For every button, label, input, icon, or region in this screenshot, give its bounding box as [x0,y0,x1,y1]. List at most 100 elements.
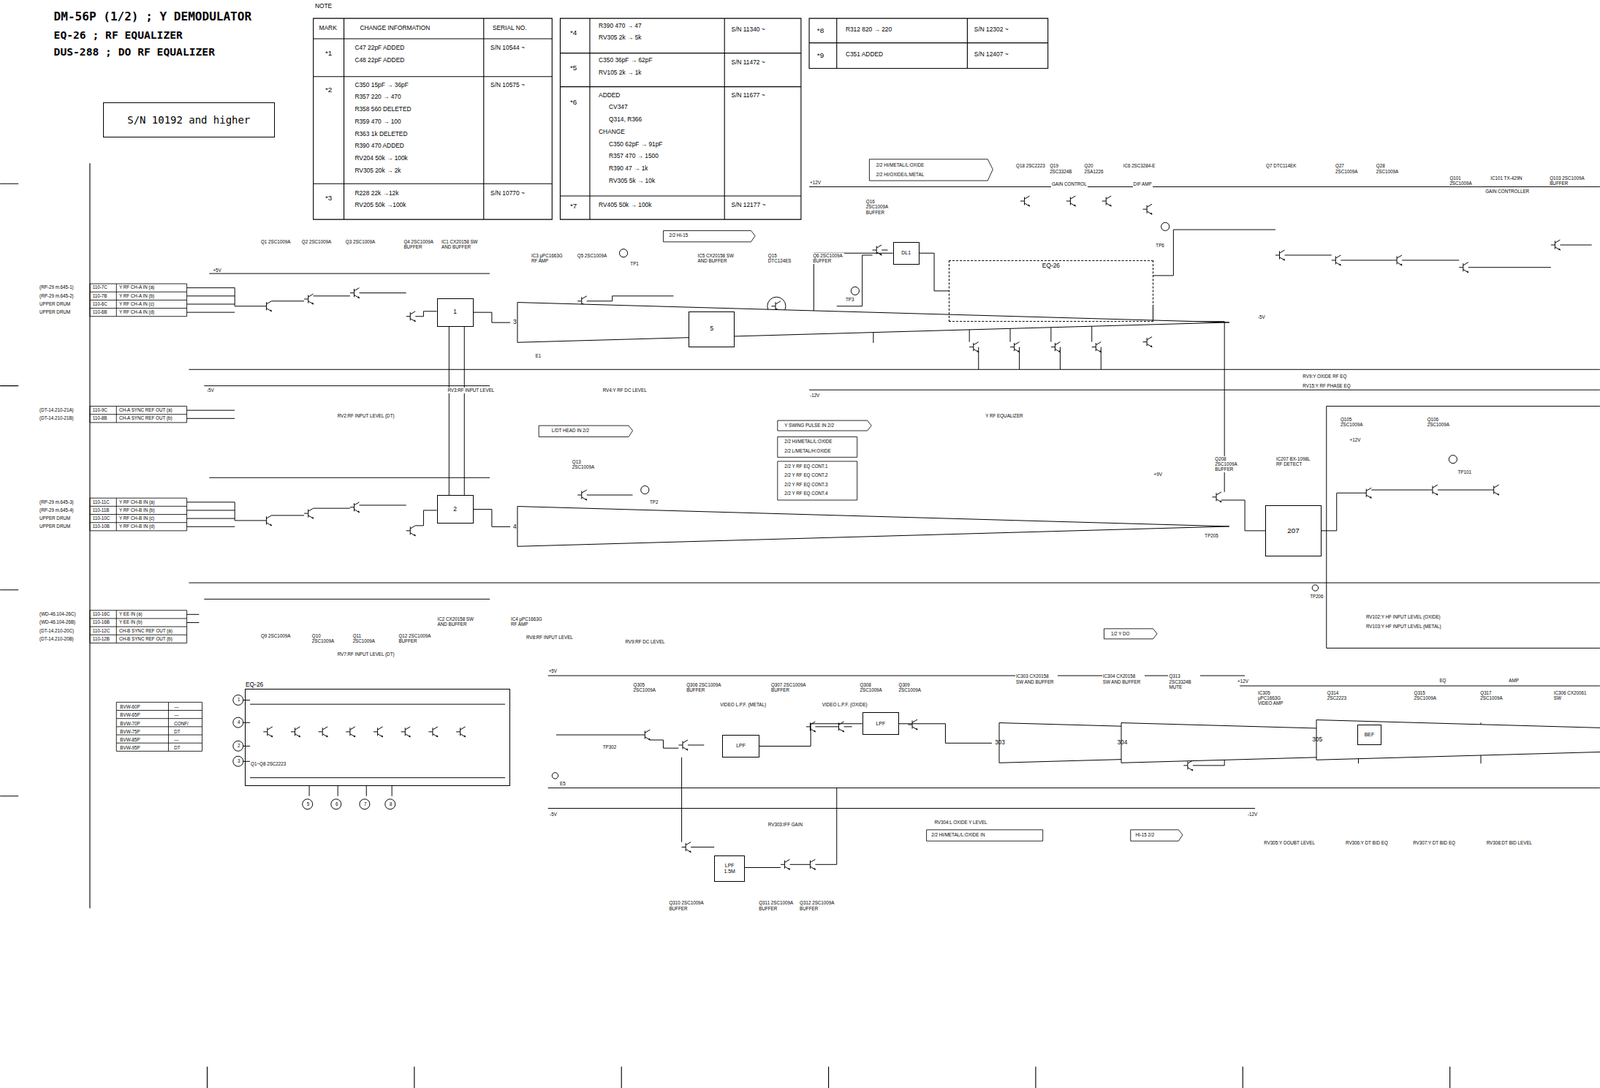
label: 2/2 HI/METAL/L:OXIDE [783,438,833,444]
power-rails [188,186,1600,808]
label: S/N 10544 ~ [489,44,526,52]
label: Q27 2SC1009A [1334,162,1367,174]
transistor-symbol [1051,342,1061,353]
label: R390 470 ADDED [353,142,405,150]
label: BVW-75P [119,728,141,734]
wire-connector [473,509,511,527]
label: Q208 2SC1009A BUFFER [1214,456,1249,473]
node-text: 2 [453,505,457,514]
label: 110-16C [92,611,112,617]
label: 110-7C [92,284,109,290]
label: CH-B SYNC REF OUT (b) [118,635,174,642]
label: Y RF EQUALIZER [984,412,1024,419]
label: +12V [1236,678,1250,684]
label: *8 [816,26,825,35]
label: 6 [334,801,340,807]
transistor-symbol [1102,195,1112,207]
transistor-symbol [1066,195,1076,207]
label: 110-11C [92,499,111,505]
label: E5 [559,780,567,786]
label: RV3:RF INPUT LEVEL [446,387,495,393]
label: NOTE [314,2,333,11]
label: C48 22pF ADDED [353,57,405,65]
node-text: 1 [453,308,457,316]
label: RV102:Y HF INPUT LEVEL (OXIDE) [1365,613,1442,620]
label: CH-A SYNC REF OUT (a) [118,407,174,413]
label: -12V [1246,811,1258,817]
label: TP101 [1457,469,1473,475]
triangle-outline [510,505,1237,547]
node-text: 1.5M [723,868,736,875]
transistor-symbol [1275,249,1285,261]
label: — [173,711,180,718]
transistor-symbol [1010,342,1020,353]
transistor-symbol [577,489,587,500]
title: DM-56P (1/2) ; Y DEMODULATOR [53,10,253,24]
node-text: LPF [725,862,735,869]
label: TP3 [844,296,856,302]
label: RV8:RF INPUT LEVEL [525,634,574,640]
transistor-symbol [304,293,314,305]
label: Q18 2SC2223 [1015,162,1048,169]
label: 8 [388,801,394,807]
label: (DT-14.210-20B) [38,635,75,642]
label: Q314, R366 [608,116,643,124]
label: *4 [569,28,578,37]
label: IC2 CX20158 SW AND BUFFER [437,616,480,627]
label: CONF/ [173,720,190,726]
transistor-symbol [806,858,816,870]
node-text: 3 [513,318,517,326]
transistor-symbol [318,726,329,737]
label: CHANGE INFORMATION [358,24,431,33]
label: IC303 CX20158 SW AND BUFFER [1015,673,1058,684]
transistor-symbol [345,726,356,737]
wire-connector [899,723,992,744]
label: *9 [816,51,825,60]
ic-box: BEF [1357,724,1383,745]
label: 110-12B [92,635,111,642]
label: IC101 TX-429N [1489,175,1524,181]
transistor-symbol [1393,255,1403,266]
label: BVW-60P [119,703,141,709]
label: C47 22pF ADDED [353,44,405,52]
label: Q306 2SC1009A BUFFER [685,681,722,693]
label: — [173,736,180,742]
node-text: 207 [1287,526,1299,535]
label: Q16 2SC1009A BUFFER [865,198,898,215]
label: Y RF CH-A IN (d) [118,309,155,315]
label: L/DT HEAD IN 2/2 [551,427,590,433]
label: C351 ADDED [844,51,884,59]
label: R357 470 → 1500 [608,152,660,161]
label: GAIN CONTROLLER [1484,188,1530,194]
label: Q103 2SC1009A BUFFER [1548,175,1585,186]
transistor-symbol [641,729,651,740]
label: EQ [1438,677,1447,683]
node-text: DL1 [901,249,911,256]
label: Q7 DTC114EK [1265,162,1298,169]
label: Q9 2SC1009A [260,632,293,639]
triangle-outline [510,301,1237,343]
node-text: LPF [875,720,886,727]
transistor-symbol [1211,491,1222,503]
transistor-symbol [1458,262,1469,273]
label: TP205 [1203,532,1219,538]
label: RV15:Y RF PHASE EQ [1301,383,1351,389]
label: (DT-14.210-20C) [38,627,75,633]
label: Q307 2SC1009A BUFFER [770,681,807,693]
label: RV308:DT BID LEVEL [1485,839,1533,845]
transistor-symbol [1143,336,1153,348]
label: (DT-14.210-21B) [38,415,75,421]
label: Q2 2SC1009A [301,239,334,245]
label: S/N 10770 ~ [489,190,526,198]
label: ADDED [597,92,621,100]
triangle-shape [517,506,1230,547]
label: TP302 [602,744,617,750]
label: *1 [324,48,333,58]
transistor-symbol [401,726,411,737]
amplifier-triangle: 3 [510,301,1237,343]
label: +12V [809,179,822,185]
triangle-outline [1309,719,1600,761]
label: SERIAL NO. [491,24,528,33]
label: BVW-85P [119,736,141,742]
label: 110-12C [92,627,112,633]
